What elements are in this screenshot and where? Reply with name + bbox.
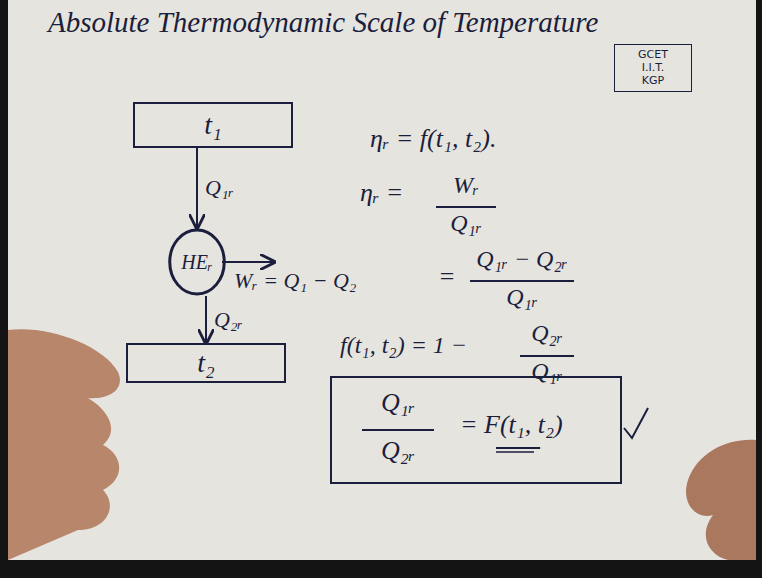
- equation-text: Wᵣ: [453, 172, 479, 199]
- edge-label: Q₁ᵣ: [205, 175, 234, 201]
- equation-text: Q₁ᵣ: [531, 358, 563, 385]
- node-text: GCET I.I.T. KGP: [630, 48, 676, 88]
- equation-text: Wᵣ = Q₁ − Q₂: [234, 268, 357, 294]
- edge-label: Q₂ᵣ: [214, 307, 243, 333]
- equation-text: ηᵣ =: [360, 178, 403, 208]
- underline: [496, 447, 540, 449]
- heat-flow-arrow: [196, 148, 198, 228]
- equation-text: Q₁ᵣ: [450, 210, 482, 237]
- hand: [686, 440, 756, 560]
- equation-text: =: [438, 262, 456, 292]
- process-box: GCET I.I.T. KGP: [614, 44, 692, 92]
- fraction-bar: [470, 280, 574, 282]
- equation-text: Q₁ᵣ: [506, 284, 538, 311]
- heat-flow-arrow: [205, 296, 207, 343]
- equation-text: ηᵣ = f(t₁, t₂).: [370, 124, 496, 154]
- node-text: Q₁ᵣ: [381, 388, 415, 418]
- fraction-bar: [362, 429, 434, 431]
- equation-text: f(t₁, t₂) = 1 −: [340, 332, 467, 359]
- fraction-bar: [436, 206, 496, 208]
- node-text: = F(t₁, t₂): [460, 410, 563, 440]
- equation-box: Q₁ᵣQ₂ᵣ = F(t₁, t₂): [330, 376, 622, 484]
- node-text: HEᵣ: [181, 251, 213, 274]
- node-text: t₁: [204, 109, 222, 141]
- process-box: t₁: [133, 102, 293, 148]
- process-box: t₂: [126, 343, 286, 383]
- fraction-bar: [520, 355, 574, 357]
- work-arrow: [222, 261, 274, 263]
- node-text: t₂: [197, 347, 215, 379]
- equation-text: Q₂ᵣ: [531, 320, 563, 347]
- node-text: Q₂ᵣ: [381, 436, 415, 466]
- paper-sheet: Absolute Thermodynamic Scale of Temperat…: [8, 0, 756, 560]
- check-mark: [624, 408, 648, 438]
- page-title: Absolute Thermodynamic Scale of Temperat…: [48, 6, 598, 39]
- underline: [496, 451, 534, 453]
- hand: [8, 329, 120, 560]
- engine-circle: HEᵣ: [168, 228, 226, 296]
- equation-text: Q₁ᵣ − Q₂ᵣ: [476, 246, 567, 273]
- engine-outline: [170, 230, 225, 294]
